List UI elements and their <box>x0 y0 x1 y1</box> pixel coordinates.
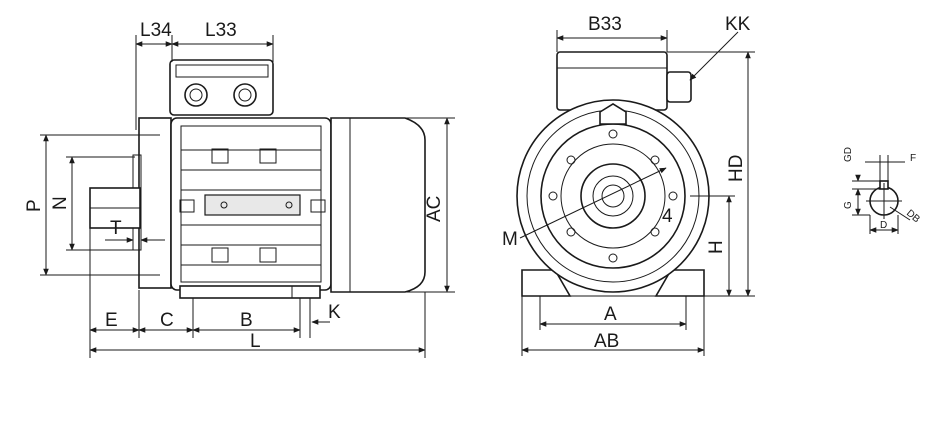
label-t: T <box>110 218 122 239</box>
label-n: N <box>50 196 71 210</box>
label-gd: GD <box>843 147 854 162</box>
label-ac: AC <box>424 196 445 222</box>
label-kk: KK <box>725 14 751 35</box>
fan-cover <box>330 117 426 293</box>
side-view: L34 L33 P N T AC E C B K L <box>24 20 455 358</box>
label-f: F <box>910 153 916 164</box>
label-a: A <box>604 304 617 325</box>
foot <box>179 285 321 299</box>
bolt-hole <box>650 155 660 165</box>
bolt-hole <box>608 129 618 139</box>
bolt-hole <box>608 253 618 263</box>
label-b: B <box>240 310 253 331</box>
label-p: P <box>24 199 45 212</box>
label-h: H <box>706 240 727 254</box>
label-l33: L33 <box>205 20 237 41</box>
label-m: M <box>502 229 518 250</box>
label-holes: 4 <box>662 206 673 227</box>
cable-gland-icon <box>233 83 257 107</box>
label-b33: B33 <box>588 14 622 35</box>
front-view: B33 KK M 4 HD H A AB <box>502 14 755 356</box>
label-l: L <box>250 331 261 352</box>
bolt-hole <box>650 227 660 237</box>
bolt-hole <box>668 191 678 201</box>
label-g: G <box>843 201 854 209</box>
label-c: C <box>160 310 174 331</box>
bolt-hole <box>566 155 576 165</box>
bolt-hole <box>548 191 558 201</box>
nameplate <box>204 194 301 216</box>
label-d: D <box>880 220 887 231</box>
shaft-detail: GD F G DB D <box>843 147 922 234</box>
label-k: K <box>328 302 341 323</box>
lifting-eye <box>599 103 627 125</box>
label-db: DB <box>904 208 922 226</box>
label-e: E <box>105 310 118 331</box>
label-hd: HD <box>726 155 747 182</box>
terminal-box <box>169 59 274 116</box>
cable-gland-icon <box>666 71 692 103</box>
label-l34: L34 <box>140 20 172 41</box>
front-flange <box>138 117 172 289</box>
cable-gland-icon <box>184 83 208 107</box>
bolt-hole <box>566 227 576 237</box>
label-ab: AB <box>594 331 619 352</box>
